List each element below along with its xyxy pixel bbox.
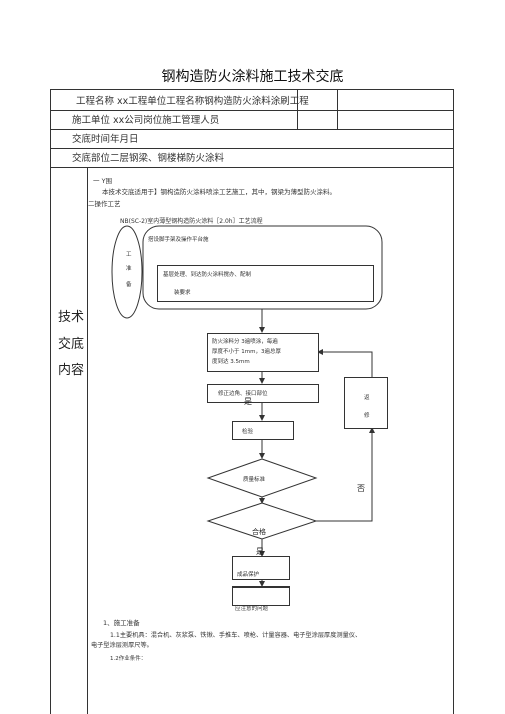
table-border-left — [50, 89, 51, 714]
base-treatment-box: 基层处理、到达防火涂料搅办、配制 装要求 — [157, 265, 374, 302]
trim-overlay-label: 是 — [244, 397, 252, 406]
row-divider-3 — [50, 148, 453, 149]
no-label: 否 — [357, 484, 365, 493]
tools-text-cont: 电子型涂层测厚尺等。 — [91, 642, 153, 649]
row-divider-2 — [50, 129, 453, 130]
base-line-2: 装要求 — [174, 290, 191, 296]
section-prep-heading: 1、施工准备 — [103, 619, 140, 627]
spray-line-2: 厚度不小于 1mm，3遍总厚 — [212, 349, 281, 355]
prep-oval — [111, 225, 143, 319]
conditions-heading: 1.2作业条件： — [110, 656, 147, 662]
notes-box: 应注意的问题 — [232, 586, 290, 612]
prep-side-3: 备 — [126, 282, 132, 288]
scope-text: 本技术交底适用于】钢构造防火涂料喷涂工艺施工，其中，钢梁为薄型防火涂料。 — [102, 188, 336, 196]
notes-text: 应注意的问题 — [235, 606, 269, 612]
repair-box: 返 修 — [344, 377, 388, 429]
tools-text: 1.1主要机具：混合机、灰浆泵、铁锹、手推车、喷枪、计量容器、电子型涂层厚度测量… — [110, 632, 362, 639]
construction-unit-row: 施工单位 xx公司岗位施工管理人员 — [72, 115, 220, 126]
prep-side-1: 工 — [126, 252, 132, 258]
handover-location-row: 交底部位二层钢梁、钢楼梯防火涂料 — [72, 153, 225, 164]
prep-side-2: 准 — [126, 266, 132, 272]
pass-label: 合格 — [252, 528, 266, 536]
repair-text-2: 修 — [364, 413, 370, 419]
trim-box: 修正边角、接口部位 — [207, 384, 319, 403]
side-label-2: 交底 — [58, 337, 85, 352]
finish-text: 成品保护 — [237, 572, 260, 578]
col-divider-a — [297, 89, 298, 129]
col-divider-b — [337, 89, 338, 129]
inspect-box: 检验 — [232, 421, 294, 440]
side-label-3: 内容 — [58, 363, 85, 378]
spray-line-1: 防火涂料分 3遍喷涂，每遍 — [212, 339, 278, 345]
quality-label: 质量标准 — [243, 477, 266, 483]
inspect-text: 检验 — [242, 429, 254, 435]
repair-text-1: 返 — [364, 395, 370, 401]
table-border-top — [50, 89, 453, 90]
project-name-row: 工程名称 xx工程单位工程名称钢构造防火涂料涂刷工程 — [76, 96, 309, 107]
handover-time-row: 交底时间年月日 — [72, 134, 139, 145]
scope-heading: 一 Y围 — [93, 177, 113, 185]
table-border-right — [453, 89, 454, 714]
side-label-1: 技术 — [58, 310, 85, 325]
spray-line-3: 度到达 3.5mm — [212, 359, 250, 365]
flow-title: NB(SC-2)室内薄型钢构造防火涂料［2.0h］工艺流程 — [120, 218, 263, 225]
finish-box: 成品保护 — [232, 556, 290, 580]
prep-title: 搭设脚手架及操作平台施 — [148, 237, 209, 243]
base-line-1: 基层处理、到达防火涂料搅办、配制 — [163, 272, 252, 278]
process-heading: 二操作工艺 — [88, 200, 121, 208]
side-col-divider — [87, 167, 88, 714]
row-divider-1 — [50, 110, 453, 111]
spray-box: 防火涂料分 3遍喷涂，每遍 厚度不小于 1mm，3遍总厚 度到达 3.5mm — [207, 333, 319, 372]
yes-label: 是 — [256, 547, 264, 556]
document-title: 钢构造防火涂料施工技术交底 — [161, 69, 344, 85]
trim-text: 修正边角、接口部位 — [218, 391, 268, 397]
row-divider-4 — [50, 167, 453, 168]
